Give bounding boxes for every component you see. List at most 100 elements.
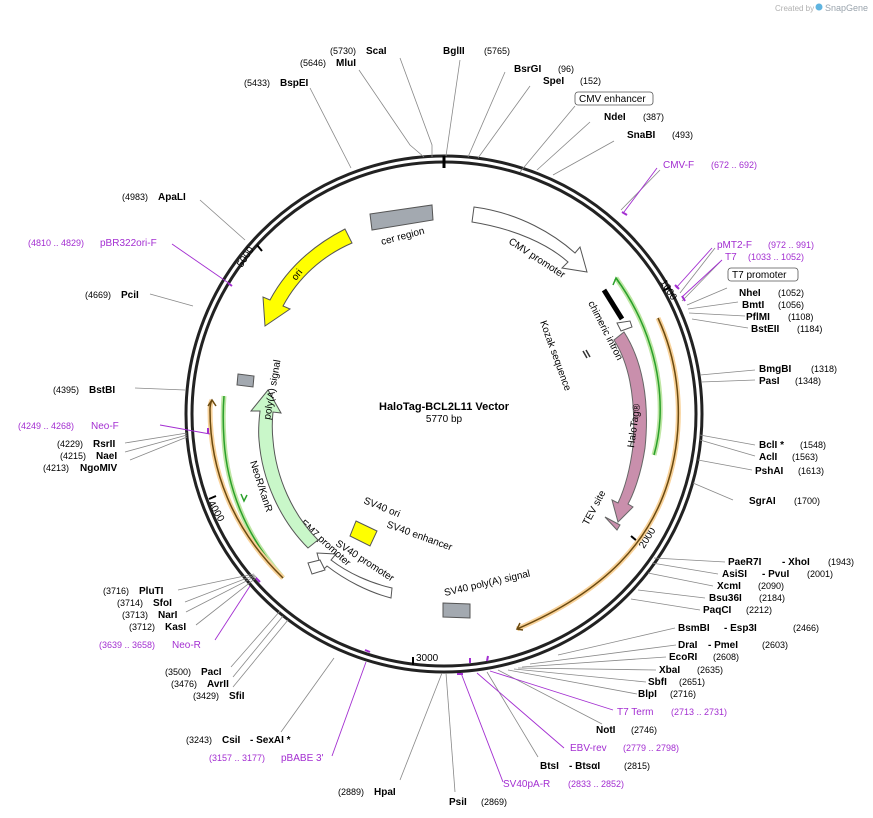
svg-text:(2001): (2001) <box>807 569 833 579</box>
svg-text:(2815): (2815) <box>624 761 650 771</box>
enzyme-esp3i[interactable]: - Esp3I <box>724 623 757 634</box>
ori-feature[interactable] <box>262 228 353 327</box>
halotag-feature[interactable] <box>611 331 647 523</box>
svg-text:(3714): (3714) <box>117 598 143 608</box>
svg-text:(1184): (1184) <box>797 324 822 334</box>
chimeric-intron-feature[interactable] <box>601 288 625 321</box>
svg-text:(1700): (1700) <box>794 496 820 506</box>
enzyme-bsteii[interactable]: BstEII <box>751 324 780 335</box>
enzyme-noti[interactable]: NotI <box>596 725 616 736</box>
enzyme-rsrii[interactable]: RsrII <box>93 439 115 450</box>
enzyme-pluti[interactable]: PluTI <box>139 586 164 597</box>
svg-text:(1943): (1943) <box>828 557 854 567</box>
enzyme-blpi[interactable]: BlpI <box>638 689 657 700</box>
enzyme-pcii[interactable]: PciI <box>121 290 139 301</box>
enzyme-spei[interactable]: SpeI <box>543 76 564 87</box>
enzyme-xhoi[interactable]: - XhoI <box>782 557 810 568</box>
primer-pbr322ori-f[interactable]: pBR322ori-F <box>100 238 157 249</box>
enzyme-nari[interactable]: NarI <box>158 610 178 621</box>
sv40-promoter-feature[interactable] <box>316 552 393 599</box>
enzyme-xcmi[interactable]: XcmI <box>717 581 741 592</box>
enzyme-hpai[interactable]: HpaI <box>374 787 396 798</box>
primer-t7[interactable]: T7 <box>725 252 737 263</box>
svg-text:(1613): (1613) <box>798 466 824 476</box>
cmv-promoter-feature[interactable] <box>471 206 588 273</box>
tick-3000: 3000 <box>412 653 439 665</box>
primer-neo-r[interactable]: Neo-R <box>172 640 201 651</box>
cmv-enhancer-label: CMV enhancer <box>579 94 646 105</box>
enzyme-sgrai[interactable]: SgrAI <box>749 496 776 507</box>
enzyme-ecori[interactable]: EcoRI <box>669 652 698 663</box>
cer-region-feature[interactable] <box>369 204 434 231</box>
cer-region-label: cer region <box>380 226 426 248</box>
primer-t7-term[interactable]: T7 Term <box>617 707 654 718</box>
enzyme-sfii[interactable]: SfiI <box>229 691 245 702</box>
svg-text:(2779 .. 2798): (2779 .. 2798) <box>623 743 679 753</box>
tev-site-feature[interactable] <box>604 516 621 531</box>
enzyme-acli[interactable]: AclI <box>759 452 778 463</box>
cmv-enhancer-box[interactable] <box>574 91 654 106</box>
enzyme-ngomiv[interactable]: NgoMIV <box>80 463 118 474</box>
enzyme-btsai[interactable]: - BtsαI <box>569 761 600 772</box>
svg-text:(3713): (3713) <box>122 610 148 620</box>
svg-text:(1318): (1318) <box>811 364 837 374</box>
enzyme-paci[interactable]: PacI <box>201 667 222 678</box>
primer-ebv-rev[interactable]: EBV-rev <box>570 743 607 754</box>
polya-signal-feature[interactable] <box>236 373 255 388</box>
enzyme-scai[interactable]: ScaI <box>366 46 387 57</box>
enzyme-paer7i[interactable]: PaeR7I <box>728 557 762 568</box>
svg-text:(3157 .. 3177): (3157 .. 3177) <box>209 753 265 763</box>
svg-text:(4983): (4983) <box>122 192 148 202</box>
primer-pmt2-f[interactable]: pMT2-F <box>717 240 752 251</box>
enzyme-bstbi[interactable]: BstBI <box>89 385 115 396</box>
svg-text:(2889): (2889) <box>338 787 364 797</box>
enzyme-csii[interactable]: CsiI <box>222 735 241 746</box>
primer-neo-f[interactable]: Neo-F <box>91 421 119 432</box>
enzyme-naei[interactable]: NaeI <box>96 451 117 462</box>
enzyme-btsi[interactable]: BtsI <box>540 761 559 772</box>
enzyme-pshai[interactable]: PshAI <box>755 466 784 477</box>
enzyme-apali[interactable]: ApaLI <box>158 192 186 203</box>
t7-promoter-box[interactable] <box>727 267 799 282</box>
enzyme-pvui[interactable]: - PvuI <box>762 569 789 580</box>
t7-promoter-label: T7 promoter <box>732 270 787 281</box>
enzyme-mlui[interactable]: MluI <box>336 58 356 69</box>
enzyme-bmgbi[interactable]: BmgBI <box>759 364 791 375</box>
enzyme-paqci[interactable]: PaqCI <box>703 605 732 616</box>
svg-text:(1548): (1548) <box>800 440 826 450</box>
enzyme-nhei[interactable]: NheI <box>739 288 761 299</box>
enzyme-bsu36i[interactable]: Bsu36I <box>709 593 742 604</box>
enzyme-sfoi[interactable]: SfoI <box>153 598 172 609</box>
enzyme-xbai[interactable]: XbaI <box>659 665 680 676</box>
enzyme-pmei[interactable]: - PmeI <box>708 640 738 651</box>
enzyme-bsmbi[interactable]: BsmBI <box>678 623 710 634</box>
enzyme-pasi[interactable]: PasI <box>759 376 780 387</box>
ori-label: ori <box>290 267 306 283</box>
enzyme-sbfi[interactable]: SbfI <box>648 677 667 688</box>
enzyme-ndei[interactable]: NdeI <box>604 112 626 123</box>
primer-sv40pa-r[interactable]: SV40pA-R <box>503 779 550 790</box>
enzyme-bspei[interactable]: BspEI <box>280 78 309 89</box>
sv40-polya-feature[interactable] <box>442 602 471 619</box>
enzyme-bsrgi[interactable]: BsrGI <box>514 64 541 75</box>
enzyme-snabi[interactable]: SnaBI <box>627 130 656 141</box>
enzyme-bmti[interactable]: BmtI <box>742 300 764 311</box>
svg-text:(2713 .. 2731): (2713 .. 2731) <box>671 707 727 717</box>
enzyme-sexai[interactable]: - SexAI * <box>250 735 291 746</box>
svg-text:(2212): (2212) <box>746 605 772 615</box>
em7-promoter-feature[interactable] <box>307 559 326 575</box>
primer-pbabe3[interactable]: pBABE 3' <box>281 753 324 764</box>
enzyme-bcli[interactable]: BclI * <box>759 440 784 451</box>
enzyme-bglii[interactable]: BglII <box>443 46 465 57</box>
sv40-ori-feature[interactable] <box>349 520 378 547</box>
enzyme-drai[interactable]: DraI <box>678 640 698 651</box>
neo-feature[interactable] <box>249 389 319 549</box>
primer-cmv-f[interactable]: CMV-F <box>663 160 694 171</box>
enzyme-kasi[interactable]: KasI <box>165 622 186 633</box>
enzyme-avrii[interactable]: AvrII <box>207 679 229 690</box>
enzyme-asisi[interactable]: AsiSI <box>722 569 747 580</box>
enzyme-pflmi[interactable]: PflMI <box>746 312 770 323</box>
leader-lines <box>124 57 756 793</box>
enzyme-psii[interactable]: PsiI <box>449 797 467 808</box>
